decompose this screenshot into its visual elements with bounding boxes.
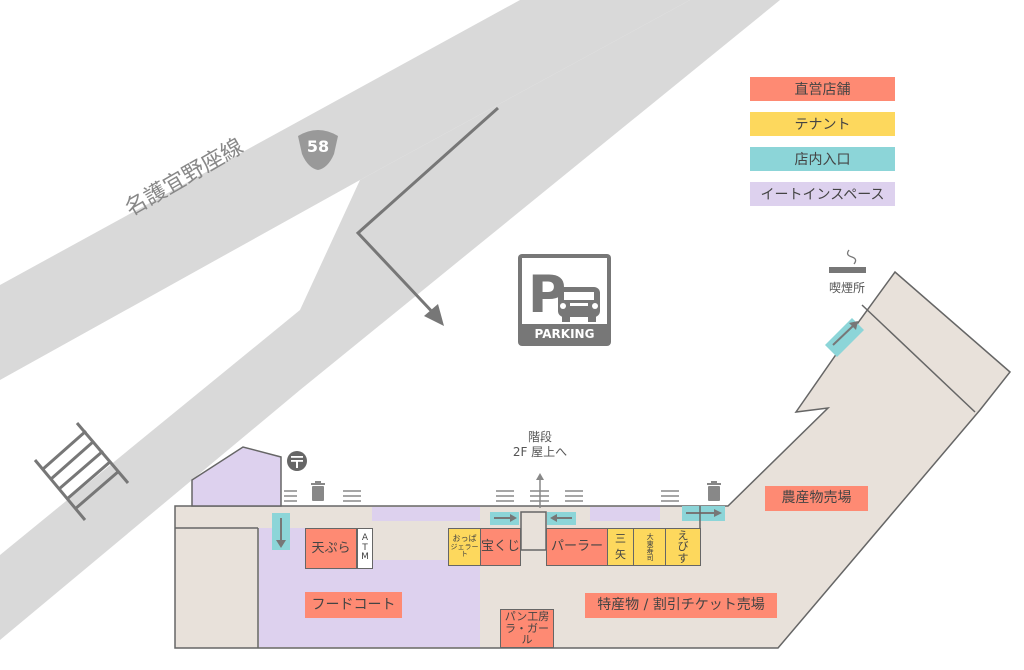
atm-letter: T	[362, 542, 368, 553]
crosswalk-icon	[33, 422, 130, 521]
shop-oppa-gelato[interactable]: おっぱ ジェラート	[448, 528, 481, 566]
parking-icon: P	[518, 254, 611, 346]
stairs-label-line2: 2F 屋上へ	[512, 445, 568, 459]
shop-daito-sushi[interactable]: 大東寿司	[633, 528, 666, 566]
stairwell	[520, 511, 547, 551]
shop-tempura[interactable]: 天ぷら	[305, 528, 357, 569]
shop-mitsuya-char: 三	[615, 532, 626, 546]
trash-icon	[707, 481, 721, 501]
shop-mitsuya[interactable]: 三 矢	[607, 528, 634, 566]
legend-direct-store: 直営店舗	[750, 77, 895, 101]
stairs-up-icon	[536, 473, 544, 508]
stairs-label: 階段 2F 屋上へ	[500, 430, 580, 460]
smoking-icon	[829, 249, 866, 273]
shop-ebisu-char: び	[677, 540, 689, 554]
bakery-line2: ラ・ガール	[505, 621, 549, 647]
parking-label: PARKING	[534, 327, 595, 341]
shop-oppa-gelato-line2: ジェラート	[450, 542, 479, 559]
entry-arrow-icon	[355, 106, 499, 326]
legend-tenant: テナント	[750, 112, 895, 136]
bakery-la-garl[interactable]: パン工房 ラ・ガール	[500, 609, 554, 648]
food-court[interactable]: フードコート	[305, 592, 402, 618]
shop-ebisu[interactable]: え び す	[665, 528, 701, 566]
shop-ebisu-char: す	[677, 551, 689, 565]
atm[interactable]: A T M	[357, 528, 373, 569]
road-gap	[80, 180, 360, 410]
legend-eat-in: イートインスペース	[750, 182, 895, 206]
eat-in-annex	[191, 446, 282, 507]
produce-section[interactable]: 農産物売場	[765, 486, 868, 511]
route-shield-icon	[298, 130, 338, 170]
stair-marks	[284, 490, 679, 502]
post-office-icon	[287, 451, 307, 471]
shop-parlor[interactable]: パーラー	[546, 528, 608, 566]
trash-icon	[311, 481, 325, 501]
shop-oppa-gelato-line1: おっぱ	[452, 534, 477, 544]
smoking-area-label: 喫煙所	[828, 281, 865, 295]
stairs-label-line1: 階段	[527, 430, 552, 444]
atm-letter: M	[361, 552, 369, 563]
legend-entrance: 店内入口	[750, 147, 895, 171]
atm-letter: A	[361, 533, 369, 544]
bakery-line1: パン工房	[504, 610, 550, 624]
shop-takarakuji[interactable]: 宝くじ	[480, 528, 521, 566]
shop-mitsuya-char: 矢	[615, 548, 626, 561]
specialty-ticket-counter[interactable]: 特産物 / 割引チケット売場	[585, 593, 777, 618]
building-floor	[174, 270, 1012, 649]
entrance-markers	[272, 318, 864, 550]
route-number: 58	[306, 137, 330, 156]
shop-ebisu-char: え	[677, 528, 689, 542]
